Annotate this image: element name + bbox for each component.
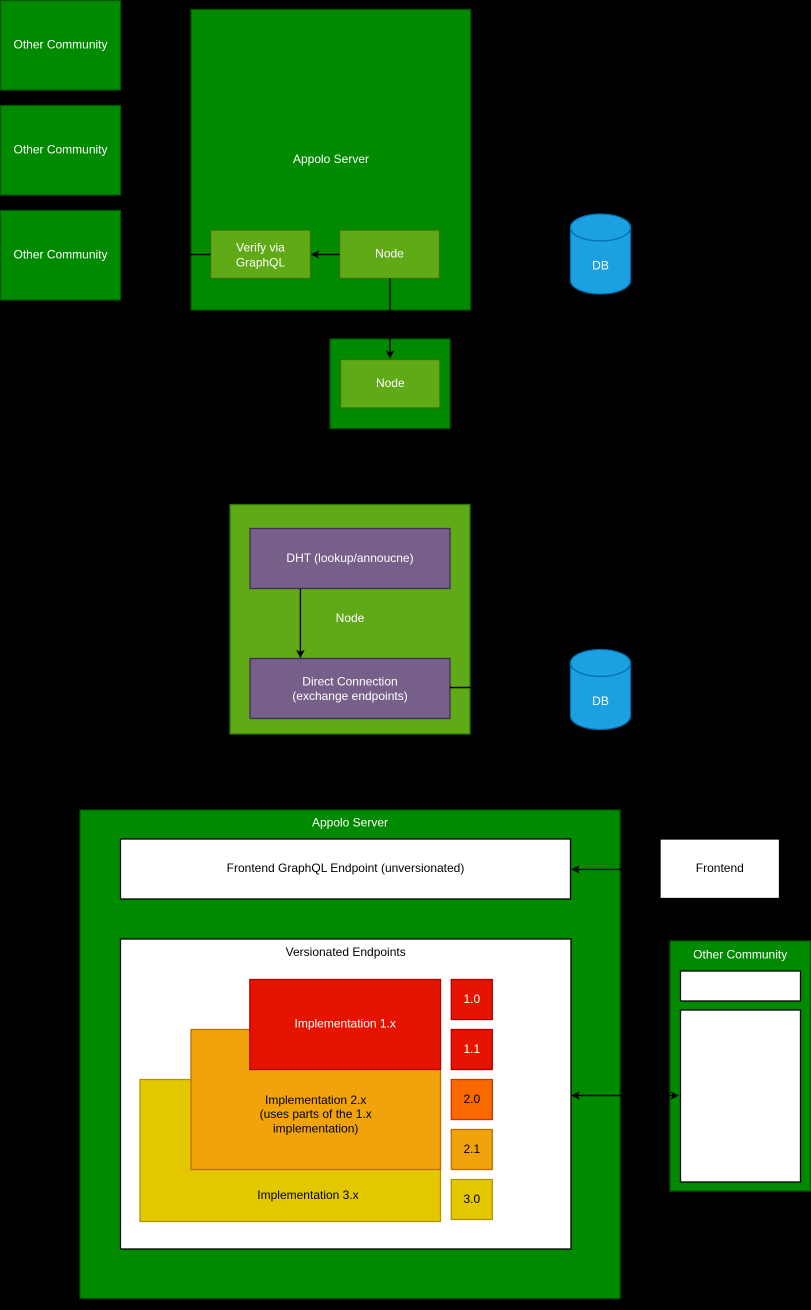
svg-text:DHT (lookup/annoucne): DHT (lookup/annoucne) [286,551,413,565]
svg-text:Node: Node [376,376,405,390]
svg-text:Frontend: Frontend [696,861,744,875]
svg-text:DB: DB [592,259,609,273]
svg-text:Node: Node [375,247,404,261]
svg-text:Versionated Endpoints: Versionated Endpoints [286,945,406,959]
svg-text:DB: DB [592,694,609,708]
svg-text:2.0: 2.0 [463,1092,480,1106]
svg-text:(exchange endpoints): (exchange endpoints) [292,689,407,703]
svg-text:Implementation 3.x: Implementation 3.x [257,1188,358,1202]
svg-text:implementation): implementation) [273,1122,358,1136]
svg-text:2.1: 2.1 [463,1142,480,1156]
svg-text:Implementation 2.x: Implementation 2.x [265,1093,366,1107]
svg-text:3.0: 3.0 [463,1192,480,1206]
svg-text:Implementation 1.x: Implementation 1.x [295,1017,396,1031]
svg-text:GraphQL: GraphQL [236,256,286,270]
svg-text:Direct Connection: Direct Connection [302,675,397,689]
svg-text:Verify via: Verify via [236,240,285,254]
svg-text:Node: Node [336,611,365,625]
svg-text:Appolo Server: Appolo Server [312,816,388,830]
svg-text:Other Community: Other Community [693,948,787,962]
svg-text:Other Community: Other Community [13,143,107,157]
svg-text:1.1: 1.1 [463,1042,480,1056]
svg-text:Appolo Server: Appolo Server [293,152,369,166]
svg-text:Other Community: Other Community [13,248,107,262]
svg-text:Frontend GraphQL Endpoint (unv: Frontend GraphQL Endpoint (unversionated… [227,861,465,875]
svg-text:(uses parts of the 1.x: (uses parts of the 1.x [260,1107,372,1121]
svg-text:1.0: 1.0 [463,992,480,1006]
svg-text:Other Community: Other Community [13,38,107,52]
